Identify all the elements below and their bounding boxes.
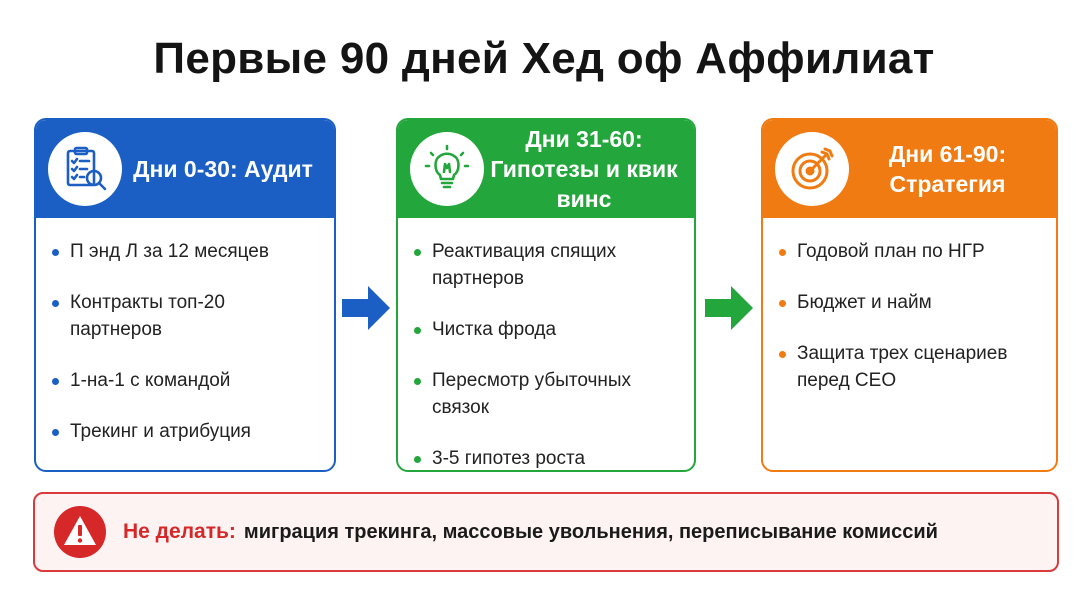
warning-triangle-icon bbox=[54, 506, 106, 558]
clipboard-search-icon bbox=[48, 132, 122, 206]
arrow-right-icon bbox=[705, 286, 753, 330]
phase-card-audit: Дни 0-30: Аудит П энд Л за 12 месяцев Ко… bbox=[34, 118, 336, 472]
phase-subtitle: Гипотезы и квик винс bbox=[490, 156, 678, 212]
list-item: Реактивация спящих партнеров bbox=[414, 238, 680, 292]
phase-items: Реактивация спящих партнеров Чистка фрод… bbox=[398, 218, 694, 470]
phase-title: Дни 0-30: Аудит bbox=[133, 156, 313, 182]
phase-header: Дни 0-30: Аудит bbox=[36, 120, 334, 218]
phase-title: Дни 31-60: bbox=[525, 126, 643, 152]
bullet-dot bbox=[414, 378, 421, 385]
bullet-dot bbox=[414, 327, 421, 334]
bullet-dot bbox=[52, 249, 59, 256]
list-item: 1-на-1 с командой bbox=[52, 367, 320, 394]
phase-items: П энд Л за 12 месяцев Контракты топ-20 п… bbox=[36, 218, 334, 445]
bullet-dot bbox=[779, 351, 786, 358]
phase-title: Дни 61-90: bbox=[888, 141, 1007, 167]
warning-text: миграция трекинга, массовые увольнения, … bbox=[243, 520, 938, 543]
warning-label: Не делать: bbox=[123, 520, 236, 543]
bullet-dot bbox=[414, 456, 421, 463]
list-item: Пересмотр убыточных связок bbox=[414, 367, 680, 421]
bullet-dot bbox=[779, 249, 786, 256]
phase-header: Дни 31-60: Гипотезы и квик винс bbox=[398, 120, 694, 218]
bullet-dot bbox=[52, 378, 59, 385]
list-item: Чистка фрода bbox=[414, 316, 680, 343]
warning-banner: Не делать: миграция трекинга, массовые у… bbox=[33, 492, 1059, 572]
bullet-dot bbox=[52, 300, 59, 307]
bullet-dot bbox=[779, 300, 786, 307]
target-icon bbox=[775, 132, 849, 206]
list-item: Трекинг и атрибуция bbox=[52, 418, 320, 445]
lightbulb-icon bbox=[410, 132, 484, 206]
page-title: Первые 90 дней Хед оф Аффилиат bbox=[153, 34, 935, 83]
phase-card-hypotheses: Дни 31-60: Гипотезы и квик винс Реактива… bbox=[396, 118, 696, 472]
bullet-dot bbox=[52, 429, 59, 436]
list-item: 3-5 гипотез роста bbox=[414, 445, 680, 470]
phase-items: Годовой план по НГР Бюджет и найм Защита… bbox=[763, 218, 1056, 394]
arrow-right-icon bbox=[342, 286, 390, 330]
list-item: Защита трех сценариев перед СЕО bbox=[779, 340, 1042, 394]
phase-card-strategy: Дни 61-90: Стратегия Годовой план по НГР… bbox=[761, 118, 1058, 472]
phase-subtitle: Стратегия bbox=[889, 171, 1006, 197]
list-item: Бюджет и найм bbox=[779, 289, 1042, 316]
bullet-dot bbox=[414, 249, 421, 256]
list-item: Контракты топ-20 партнеров bbox=[52, 289, 320, 343]
phase-header: Дни 61-90: Стратегия bbox=[763, 120, 1056, 218]
list-item: Годовой план по НГР bbox=[779, 238, 1042, 265]
list-item: П энд Л за 12 месяцев bbox=[52, 238, 320, 265]
